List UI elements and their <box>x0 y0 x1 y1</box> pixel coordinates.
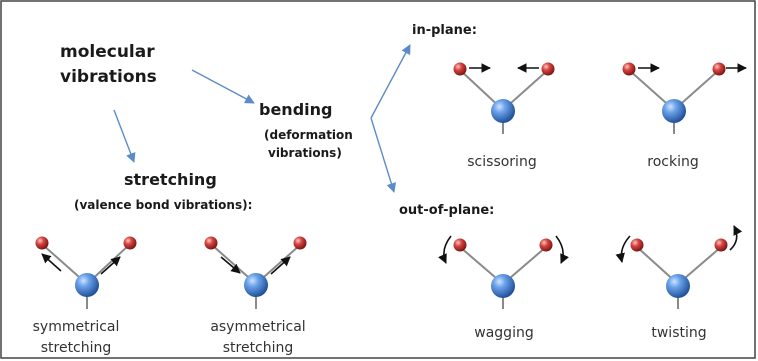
atom-red <box>453 238 467 252</box>
atom-blue <box>491 99 515 123</box>
rotation-arrow-icon <box>438 235 452 264</box>
stretching-subtitle: (valence bond vibrations): <box>74 198 252 212</box>
bending-subtitle-line2: vibrations) <box>268 146 342 160</box>
atom-red <box>714 238 728 252</box>
rotation-arrow-icon <box>615 235 631 263</box>
arrow-to-stretching <box>113 109 136 163</box>
atom-red <box>539 238 553 252</box>
motion-arrow-icon <box>41 253 62 272</box>
label-symmetrical-line2: stretching <box>41 340 112 356</box>
label-asymmetrical-line2: stretching <box>223 340 294 356</box>
atom-red <box>204 236 218 250</box>
atom-red <box>453 62 467 76</box>
root-title-line2: vibrations <box>60 67 157 87</box>
label-wagging: wagging <box>474 325 533 341</box>
root-title-line1: molecular <box>60 42 155 62</box>
bending-subtitle-line1: (deformation <box>264 128 353 142</box>
molecule-wagging <box>438 235 569 309</box>
label-scissoring: scissoring <box>467 154 536 170</box>
label-asymmetrical-line1: asymmetrical <box>210 319 305 335</box>
arrow-to-in-plane <box>370 44 411 119</box>
motion-arrow-icon <box>100 256 121 275</box>
out-of-plane-heading: out-of-plane: <box>399 203 494 218</box>
atom-red <box>622 62 636 76</box>
molecule-twisting <box>615 225 743 309</box>
stretching-title: stretching <box>124 170 217 189</box>
motion-arrow-icon <box>270 256 291 275</box>
atom-red <box>293 236 307 250</box>
label-symmetrical-line1: symmetrical <box>33 319 120 335</box>
atom-blue <box>666 274 690 298</box>
label-rocking: rocking <box>647 154 698 170</box>
molecule-symmetrical-stretching <box>35 236 137 309</box>
motion-arrow-icon <box>220 256 241 274</box>
atom-red <box>123 236 137 250</box>
atom-red <box>541 62 555 76</box>
arrow-to-out-of-plane <box>370 117 397 193</box>
atom-blue <box>491 274 515 298</box>
bending-title: bending <box>259 100 332 119</box>
atom-red <box>35 236 49 250</box>
in-plane-heading: in-plane: <box>412 23 477 38</box>
atom-blue <box>662 99 686 123</box>
molecule-rocking <box>622 62 747 134</box>
molecule-scissoring <box>453 62 555 134</box>
atom-red <box>712 62 726 76</box>
atom-blue <box>75 273 99 297</box>
atom-blue <box>244 273 268 297</box>
label-twisting: twisting <box>651 325 706 341</box>
rotation-arrow-icon <box>729 225 743 251</box>
arrow-to-bending <box>191 69 255 104</box>
molecule-asymmetrical-stretching <box>204 236 307 309</box>
atom-red <box>630 238 644 252</box>
rotation-arrow-icon <box>555 235 569 264</box>
